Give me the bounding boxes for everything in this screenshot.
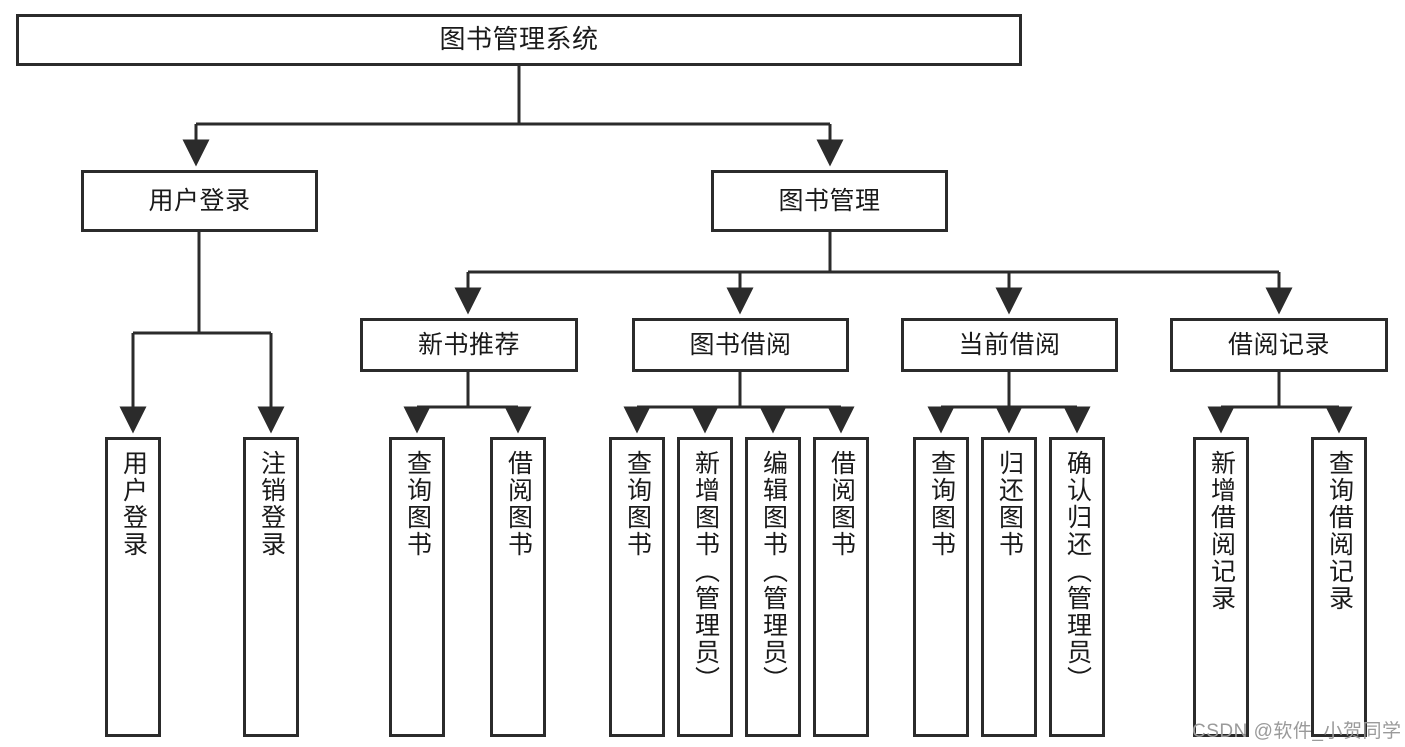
node-label: 借阅图书 [504,450,533,558]
node-label: 新增借阅记录 [1207,450,1236,612]
node-label: 新书推荐 [417,330,520,359]
node-label: 图书管理系统 [439,24,599,55]
node-leaf-query-book-3[interactable]: 查询图书 [913,437,969,737]
node-label: 确认归还（管理员） [1063,450,1092,693]
node-leaf-borrow-book-2[interactable]: 借阅图书 [813,437,869,737]
node-label: 归还图书 [995,450,1024,558]
node-leaf-return-book[interactable]: 归还图书 [981,437,1037,737]
node-label: 查询图书 [403,450,432,558]
node-borrow-record[interactable]: 借阅记录 [1170,318,1388,372]
node-label: 用户登录 [119,450,148,558]
node-label: 查询图书 [927,450,956,558]
node-book-manage[interactable]: 图书管理 [711,170,948,232]
node-current-borrow[interactable]: 当前借阅 [901,318,1118,372]
node-leaf-query-book-1[interactable]: 查询图书 [389,437,445,737]
node-label: 当前借阅 [958,330,1061,359]
node-label: 新增图书（管理员） [691,450,720,693]
node-label: 查询图书 [623,450,652,558]
node-new-book-recommend[interactable]: 新书推荐 [360,318,578,372]
node-leaf-borrow-book-1[interactable]: 借阅图书 [490,437,546,737]
node-leaf-add-book[interactable]: 新增图书（管理员） [677,437,733,737]
node-label: 注销登录 [257,450,286,558]
node-label: 编辑图书（管理员） [759,450,788,693]
node-leaf-edit-book[interactable]: 编辑图书（管理员） [745,437,801,737]
node-leaf-user-login[interactable]: 用户登录 [105,437,161,737]
node-label: 用户登录 [148,186,251,215]
node-leaf-confirm-return[interactable]: 确认归还（管理员） [1049,437,1105,737]
node-leaf-add-record[interactable]: 新增借阅记录 [1193,437,1249,737]
csdn-watermark: CSDN @软件_小贺同学 [1192,721,1402,742]
node-label: 图书借阅 [689,330,792,359]
node-label: 查询借阅记录 [1325,450,1354,612]
node-label: 借阅图书 [827,450,856,558]
node-label: 图书管理 [778,186,881,215]
node-user-login[interactable]: 用户登录 [81,170,318,232]
node-root-system[interactable]: 图书管理系统 [16,14,1022,66]
node-leaf-query-book-2[interactable]: 查询图书 [609,437,665,737]
node-label: 借阅记录 [1227,330,1330,359]
node-book-borrow[interactable]: 图书借阅 [632,318,849,372]
node-leaf-user-logout[interactable]: 注销登录 [243,437,299,737]
node-leaf-query-record[interactable]: 查询借阅记录 [1311,437,1367,737]
